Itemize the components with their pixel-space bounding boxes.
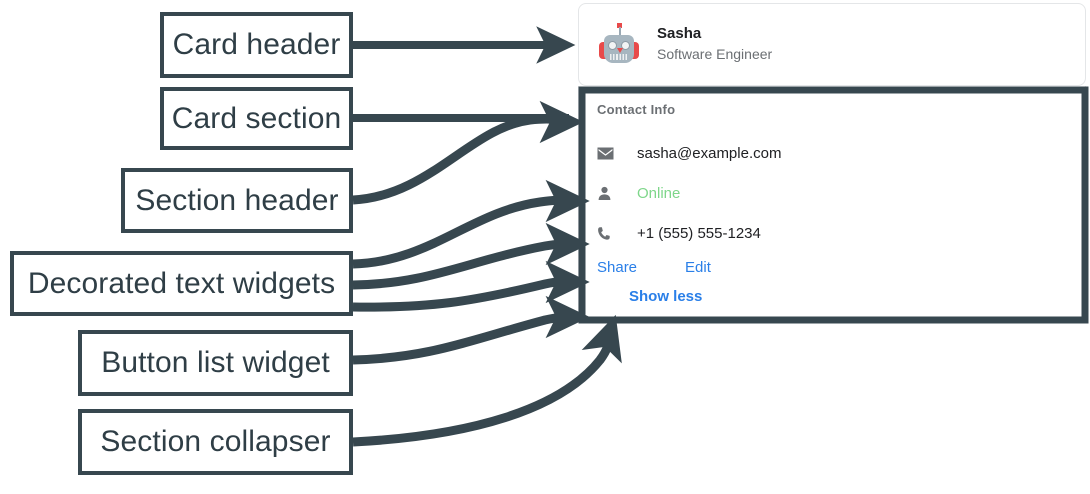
- card-header-region: Sasha Software Engineer: [578, 3, 1086, 86]
- robot-ear-left: [599, 41, 608, 59]
- decorated-text-widget-email: sasha@example.com: [597, 133, 1085, 173]
- status-value: Online: [637, 184, 681, 202]
- callout-label: Button list widget: [101, 346, 330, 379]
- callout-card-header: Card header: [160, 12, 353, 78]
- robot-antenna-stem: [618, 26, 621, 36]
- callout-label: Section header: [135, 183, 339, 217]
- card-subtitle: Software Engineer: [657, 46, 773, 63]
- card-title: Sasha: [657, 24, 702, 42]
- callout-label: Section collapser: [100, 425, 331, 458]
- robot-eye-right: [621, 40, 630, 50]
- person-icon: [597, 186, 619, 201]
- callout-section-header: Section header: [121, 168, 353, 233]
- card-header: Sasha Software Engineer: [579, 22, 772, 68]
- arrow-button-list: [352, 295, 590, 365]
- robot-mouth: [610, 53, 628, 60]
- email-value: sasha@example.com: [637, 144, 782, 162]
- decorated-text-widget-phone: +1 (555) 555-1234: [597, 213, 1085, 253]
- arrow-section-header: [352, 100, 584, 205]
- robot-antenna-dot: [617, 22, 622, 28]
- callout-decorated-text-widgets: Decorated text widgets: [10, 251, 353, 316]
- section-header: Contact Info: [597, 102, 676, 117]
- decorated-text-widget-status: Online: [597, 173, 1085, 213]
- arrow-decorated-email: [352, 179, 590, 269]
- phone-icon: [597, 226, 619, 241]
- button-list-widget: Share Edit: [597, 259, 1085, 276]
- edit-button[interactable]: Edit: [685, 259, 711, 276]
- callout-card-section: Card section: [160, 87, 353, 150]
- callout-label: Card header: [172, 28, 341, 61]
- callout-label: Card section: [171, 101, 342, 135]
- robot-nose: [617, 47, 623, 53]
- callout-button-list-widget: Button list widget: [78, 330, 353, 396]
- phone-value: +1 (555) 555-1234: [637, 224, 761, 242]
- section-collapser-button[interactable]: Show less: [629, 288, 703, 305]
- arrow-section-collapser: [352, 314, 622, 447]
- arrow-decorated-phone: [352, 260, 590, 312]
- robot-ear-right: [630, 41, 639, 59]
- card-header-text: Sasha Software Engineer: [657, 24, 772, 65]
- share-button[interactable]: Share: [597, 259, 638, 276]
- robot-avatar-icon: [597, 22, 641, 68]
- card-section: Contact Info sasha@example.com Online: [578, 86, 1086, 322]
- callout-section-collapser: Section collapser: [78, 409, 353, 475]
- arrow-decorated-status: [352, 222, 590, 290]
- email-icon: [597, 147, 619, 160]
- robot-eye-left: [608, 40, 617, 50]
- callout-label: Decorated text widgets: [27, 266, 336, 300]
